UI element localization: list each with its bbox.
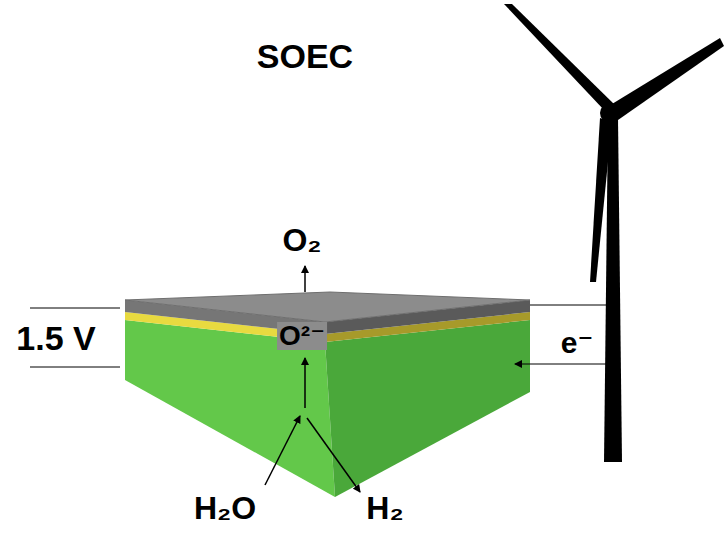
- product-label: H₂: [366, 492, 403, 524]
- product-label: O₂: [282, 224, 321, 256]
- h2-arrow: [307, 418, 360, 492]
- ion-label: O²⁻: [277, 322, 327, 350]
- dimension-line: [30, 308, 120, 309]
- electron-label: e⁻: [561, 328, 594, 358]
- cell-slab: [125, 292, 530, 497]
- ion-arrow: [304, 358, 306, 408]
- wind-turbine: [504, 4, 724, 462]
- h2o-arrow: [265, 416, 300, 485]
- voltage-label: 1.5 V: [16, 321, 95, 355]
- dimension-line: [30, 367, 120, 368]
- circuit-wire: [515, 305, 614, 364]
- o2-arrow: [304, 266, 306, 292]
- diagram-title: SOEC: [257, 39, 353, 73]
- reactant-label: H₂O: [194, 492, 256, 524]
